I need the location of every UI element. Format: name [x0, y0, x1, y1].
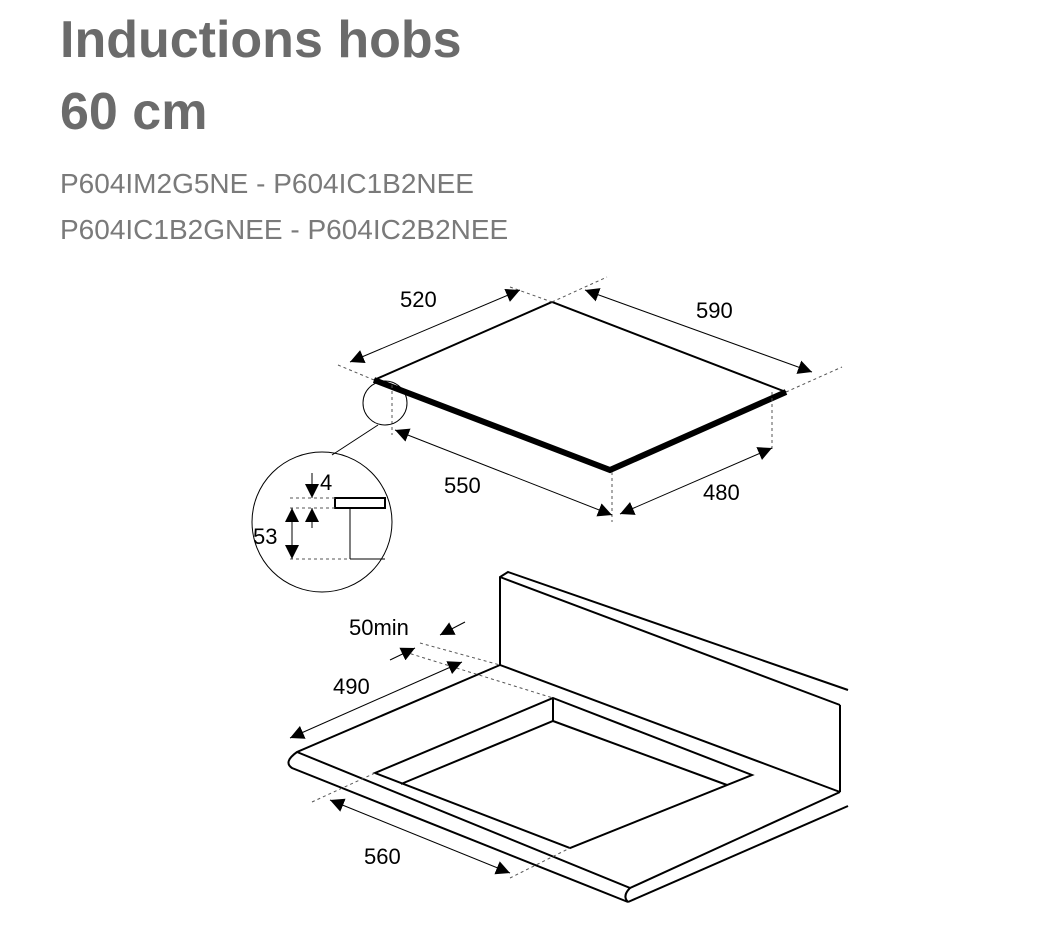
- dim-label-560: 560: [364, 844, 401, 869]
- dim-line-490: [289, 661, 463, 739]
- detail-magnified-circle: [251, 451, 393, 593]
- countertop-drawing: 50min 490 560: [287, 570, 849, 903]
- dim-label-590: 590: [696, 298, 733, 323]
- edge-detail: 4 53: [251, 380, 408, 593]
- dim-label-490: 490: [333, 674, 370, 699]
- page-title: Inductions hobs: [60, 11, 462, 69]
- dim-label-520: 520: [400, 287, 437, 312]
- dim-line-520: [349, 289, 521, 363]
- detail-callout-circle: [362, 380, 408, 426]
- dim-line-590: [584, 288, 813, 374]
- dim-label-480: 480: [703, 480, 740, 505]
- model-list-line-2: P604IC1B2GNEE - P604IC2B2NEE: [60, 214, 509, 245]
- dim-label-4: 4: [320, 470, 332, 495]
- page-subtitle: 60 cm: [60, 83, 208, 141]
- dim-line-480: [619, 447, 773, 515]
- dim-label-550: 550: [444, 473, 481, 498]
- dim-label-53: 53: [253, 524, 277, 549]
- hob-front-edges: [372, 377, 788, 474]
- dim-line-550: [394, 428, 613, 517]
- model-list-line-1: P604IM2G5NE - P604IC1B2NEE: [60, 168, 474, 199]
- hob-drawing: 520 590 550 480: [337, 276, 843, 522]
- dim-line-560: [329, 798, 511, 875]
- dim-label-50min: 50min: [349, 615, 409, 640]
